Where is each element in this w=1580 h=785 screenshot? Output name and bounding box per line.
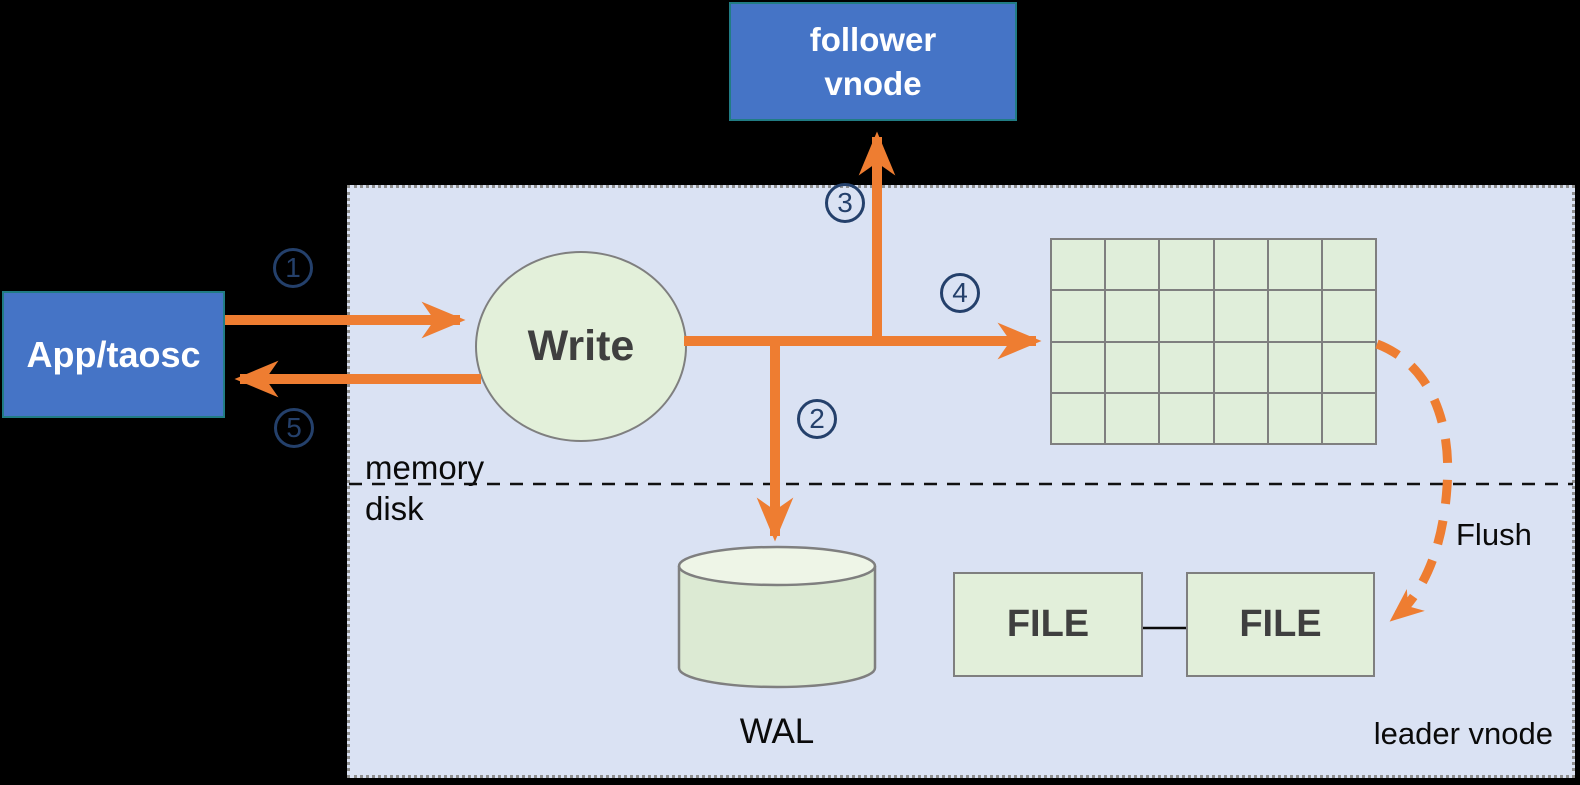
follower-vnode-node: follower vnode (729, 2, 1017, 121)
mem-table-cell (1268, 393, 1321, 443)
mem-table-cell (1106, 393, 1159, 443)
mem-table-cell (1268, 342, 1321, 392)
mem-table-cell (1106, 240, 1159, 290)
mem-table-cell (1160, 342, 1213, 392)
mem-table-cell (1214, 291, 1267, 341)
mem-table-cell (1322, 393, 1375, 443)
mem-table-cell (1052, 342, 1105, 392)
step-3-badge: 3 (825, 183, 865, 223)
mem-table-cell (1106, 342, 1159, 392)
mem-table-cell (1106, 291, 1159, 341)
leader-vnode-label: leader vnode (1373, 716, 1553, 751)
mem-table-cell (1268, 240, 1321, 290)
disk-region-label: disk (365, 490, 424, 527)
mem-table-cell (1322, 291, 1375, 341)
step-5-badge: 5 (274, 408, 314, 448)
mem-table-cell (1214, 342, 1267, 392)
mem-table-cell (1052, 291, 1105, 341)
mem-table-cell (1322, 342, 1375, 392)
mem-table-cell (1160, 291, 1213, 341)
file-node-right: FILE (1186, 572, 1375, 677)
file-node-left: FILE (953, 572, 1143, 677)
memory-region-label: memory (365, 449, 485, 486)
wal-label: WAL (739, 712, 815, 751)
mem-table-cell (1214, 240, 1267, 290)
step-4-badge: 4 (940, 273, 980, 313)
flush-label: Flush (1456, 517, 1532, 552)
app-taosc-node: App/taosc (2, 291, 225, 418)
mem-table-cell (1160, 240, 1213, 290)
mem-table-cell (1214, 393, 1267, 443)
mem-table-cell (1322, 240, 1375, 290)
mem-table-cell (1160, 393, 1213, 443)
mem-table-cell (1268, 291, 1321, 341)
mem-table-cell (1052, 240, 1105, 290)
step-2-badge: 2 (797, 399, 837, 439)
step-1-badge: 1 (273, 248, 313, 288)
mem-table-grid (1050, 238, 1377, 445)
mem-table-cell (1052, 393, 1105, 443)
write-process-node: Write (475, 251, 687, 442)
